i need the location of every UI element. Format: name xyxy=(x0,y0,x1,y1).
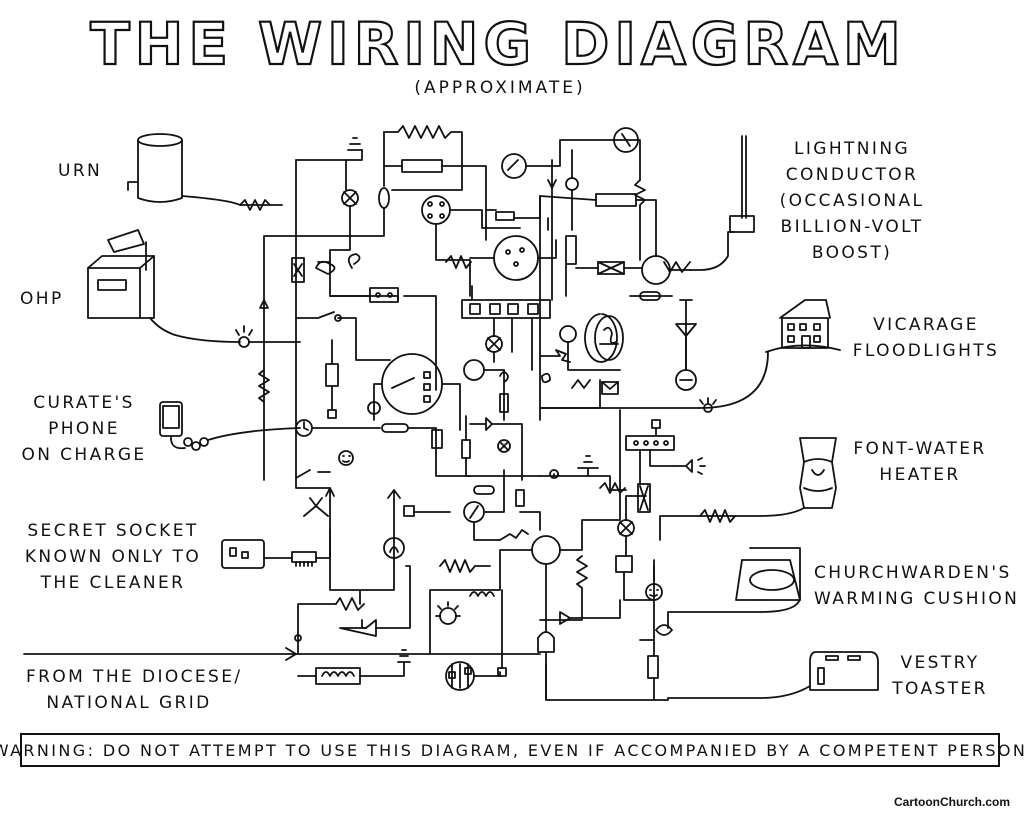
label-lightning-line-2: CONDUCTOR xyxy=(785,165,919,185)
lightning-rod-icon xyxy=(663,135,755,273)
label-ohp-line-1: OHP xyxy=(20,289,64,309)
urn-icon xyxy=(127,133,283,211)
warning-box: WARNING: DO NOT ATTEMPT TO USE THIS DIAG… xyxy=(0,733,1024,767)
label-lightning-line-3: (OCCASIONAL xyxy=(779,191,925,211)
phone-icon xyxy=(159,401,313,451)
wire-tangle xyxy=(258,125,706,701)
label-lightning-line-1: LIGHTNING xyxy=(793,139,911,159)
label-secret-socket-line-2: KNOWN ONLY TO xyxy=(24,547,202,567)
label-curates-phone-line-2: PHONE xyxy=(48,419,120,439)
diagram-subtitle: (APPROXIMATE) xyxy=(414,78,586,98)
label-font-heater-line-2: HEATER xyxy=(879,465,961,485)
label-font-heater-line-1: FONT-WATER xyxy=(853,439,987,459)
cushion-icon xyxy=(667,547,801,629)
diagram-title: THE WIRING DIAGRAM xyxy=(0,6,1024,80)
projector-icon xyxy=(87,229,301,348)
label-urn-line-1: URN xyxy=(58,161,103,181)
label-churchwarden-line-1: CHURCHWARDEN'S xyxy=(814,563,1012,583)
label-toaster-line-2: TOASTER xyxy=(892,679,988,699)
label-curates-phone: CURATE'S PHONE ON CHARGE xyxy=(20,390,148,468)
label-churchwarden-cushion: CHURCHWARDEN'S WARMING CUSHION xyxy=(814,560,1020,612)
label-lightning-line-5: BOOST) xyxy=(811,243,893,263)
warning-text: WARNING: DO NOT ATTEMPT TO USE THIS DIAG… xyxy=(0,740,1024,760)
label-diocese: FROM THE DIOCESE/ NATIONAL GRID xyxy=(26,664,243,716)
arrow-icon xyxy=(23,647,541,661)
label-secret-socket: SECRET SOCKET KNOWN ONLY TO THE CLEANER xyxy=(22,518,204,596)
heater-icon xyxy=(659,437,837,541)
label-vestry-toaster: VESTRY TOASTER xyxy=(890,650,990,702)
title-text: THE WIRING DIAGRAM xyxy=(90,10,906,76)
label-urn: URN xyxy=(58,158,102,184)
credit-text: CartoonChurch.com xyxy=(893,795,1010,809)
label-curates-phone-line-3: ON CHARGE xyxy=(21,445,147,465)
label-vicarage-line-1: VICARAGE xyxy=(873,315,979,335)
label-ohp: OHP xyxy=(20,286,64,312)
toaster-icon xyxy=(545,651,879,701)
label-secret-socket-line-1: SECRET SOCKET xyxy=(27,521,199,541)
label-churchwarden-line-2: WARMING CUSHION xyxy=(814,589,1020,609)
label-lightning-conductor: LIGHTNING CONDUCTOR (OCCASIONAL BILLION-… xyxy=(776,136,928,266)
house-icon xyxy=(539,299,841,413)
label-lightning-line-4: BILLION-VOLT xyxy=(780,217,924,237)
label-secret-socket-line-3: THE CLEANER xyxy=(40,573,186,593)
socket-icon xyxy=(221,499,331,569)
label-curates-phone-line-1: CURATE'S xyxy=(33,393,135,413)
label-diocese-line-2: NATIONAL GRID xyxy=(46,693,212,713)
label-toaster-line-1: VESTRY xyxy=(900,653,980,673)
label-font-water-heater: FONT-WATER HEATER xyxy=(846,436,994,488)
label-vicarage-floodlights: VICARAGE FLOODLIGHTS xyxy=(850,312,1002,364)
label-vicarage-line-2: FLOODLIGHTS xyxy=(852,341,1000,361)
label-diocese-line-1: FROM THE DIOCESE/ xyxy=(26,667,243,687)
title-svg: THE WIRING DIAGRAM xyxy=(89,9,906,79)
